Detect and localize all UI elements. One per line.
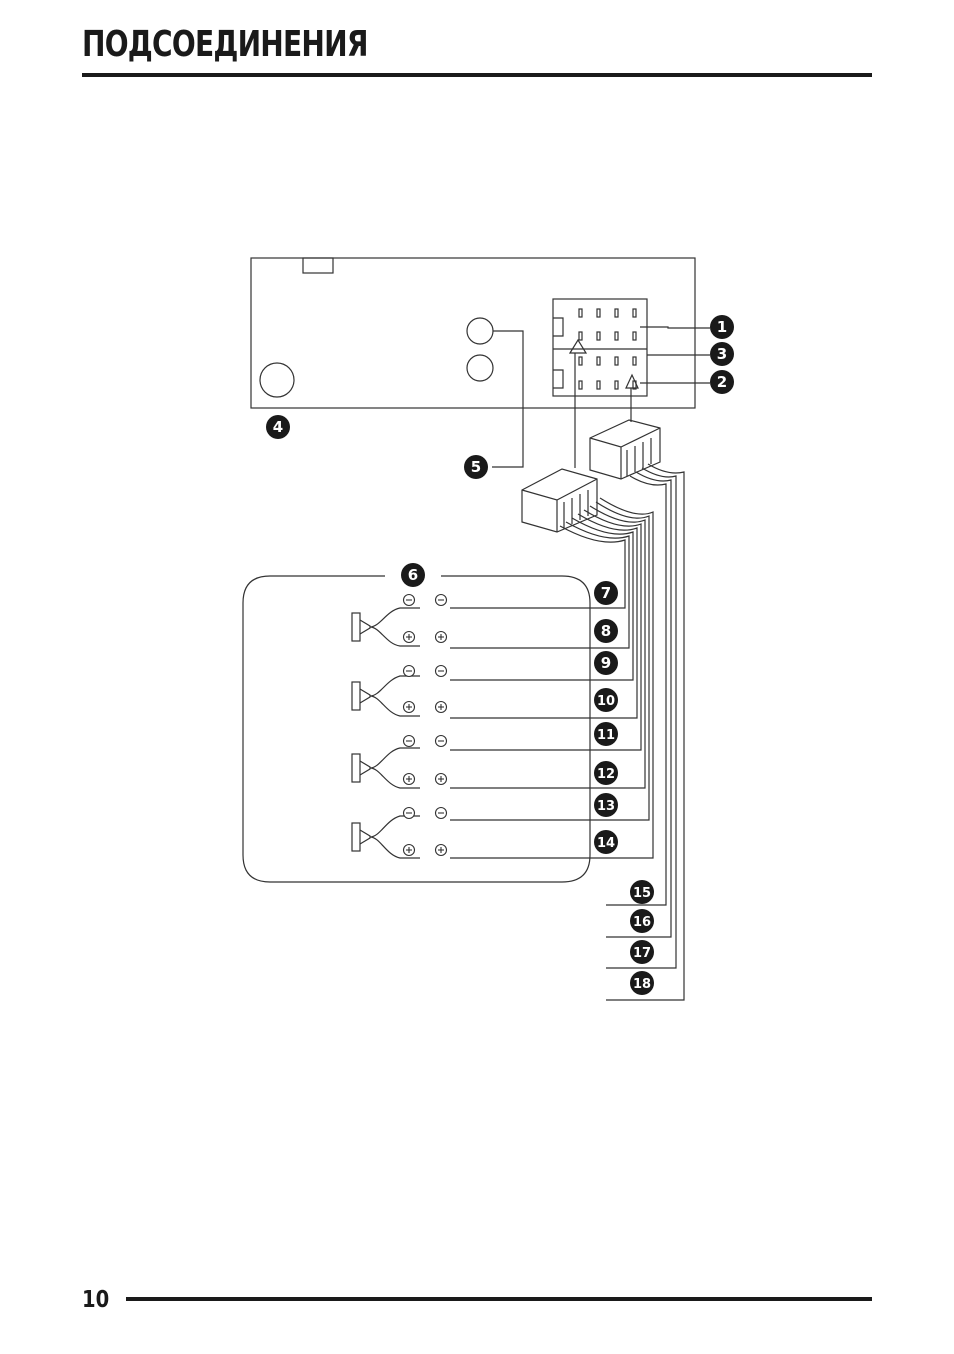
svg-text:14: 14: [597, 836, 615, 851]
page-title: ПОДСОЕДИНЕНИЯ: [82, 24, 369, 65]
leader-5: [492, 330, 524, 468]
svg-text:4: 4: [273, 418, 283, 436]
callout-16: 16: [630, 909, 654, 933]
svg-text:2: 2: [717, 373, 727, 391]
speaker-1: [351, 607, 420, 647]
svg-text:7: 7: [601, 584, 611, 602]
page-number: 10: [82, 1287, 110, 1313]
svg-text:3: 3: [717, 345, 727, 363]
speaker-2: [351, 675, 420, 717]
antenna-socket: [259, 362, 295, 398]
svg-text:15: 15: [633, 886, 651, 901]
callout-18: 18: [630, 971, 654, 995]
svg-text:1: 1: [717, 318, 727, 336]
callout-2: 2: [710, 370, 734, 394]
terminal-plus-icon: [434, 772, 448, 786]
terminal-minus-icon: [434, 593, 448, 607]
terminal-minus-icon: [434, 664, 448, 678]
terminal-plus-icon: [402, 700, 416, 714]
rca-jack-lower: [466, 354, 494, 382]
iso-socket-block: [552, 298, 648, 397]
callout-17: 17: [630, 940, 654, 964]
callout-5: 5: [464, 455, 488, 479]
terminal-minus-icon: [402, 806, 416, 820]
power-wire-bundle: [606, 463, 685, 1001]
terminal-minus-icon: [402, 734, 416, 748]
callout-13: 13: [594, 793, 618, 817]
terminal-minus-icon: [402, 593, 416, 607]
terminal-plus-icon: [402, 772, 416, 786]
terminal-plus-icon: [434, 700, 448, 714]
title-rule: [82, 73, 872, 77]
head-unit-tab: [302, 257, 334, 274]
iso-pins: [578, 308, 637, 390]
arrow-left: [568, 338, 588, 468]
callout-7: 7: [594, 581, 618, 605]
svg-text:5: 5: [471, 458, 481, 476]
speaker-4: [351, 815, 420, 859]
speaker-wire-bundle: [450, 497, 654, 859]
terminal-plus-icon: [402, 630, 416, 644]
terminal-minus-icon: [402, 664, 416, 678]
speaker-group-outline: [242, 575, 591, 883]
leader-1: [640, 326, 710, 329]
footer-rule: [126, 1297, 872, 1301]
svg-text:16: 16: [633, 915, 651, 930]
callout-1: 1: [710, 315, 734, 339]
callout-11: 11: [594, 722, 618, 746]
callout-10: 10: [594, 688, 618, 712]
head-unit-rear-panel: [250, 257, 696, 409]
terminal-plus-icon: [402, 843, 416, 857]
arrow-right: [625, 373, 639, 422]
callout-4: 4: [266, 415, 290, 439]
svg-text:6: 6: [408, 566, 418, 584]
iso-plug-a: [521, 468, 598, 533]
callout-12: 12: [594, 761, 618, 785]
callout-8: 8: [594, 619, 618, 643]
callout-15: 15: [630, 880, 654, 904]
terminal-plus-icon: [434, 630, 448, 644]
svg-text:17: 17: [633, 946, 651, 961]
terminal-plus-icon: [434, 843, 448, 857]
svg-text:10: 10: [597, 694, 615, 709]
svg-text:11: 11: [597, 728, 615, 743]
svg-text:13: 13: [597, 799, 615, 814]
callout-9: 9: [594, 651, 618, 675]
speaker-3: [351, 747, 420, 789]
svg-text:8: 8: [601, 622, 611, 640]
svg-text:12: 12: [597, 767, 615, 782]
callout-6: 6: [401, 563, 425, 587]
rca-jack-upper: [466, 317, 494, 345]
terminal-minus-icon: [434, 734, 448, 748]
iso-plug-b: [589, 419, 661, 480]
terminal-minus-icon: [434, 806, 448, 820]
callout-3: 3: [710, 342, 734, 366]
svg-text:9: 9: [601, 654, 611, 672]
callout-14: 14: [594, 830, 618, 854]
svg-text:18: 18: [633, 977, 651, 992]
